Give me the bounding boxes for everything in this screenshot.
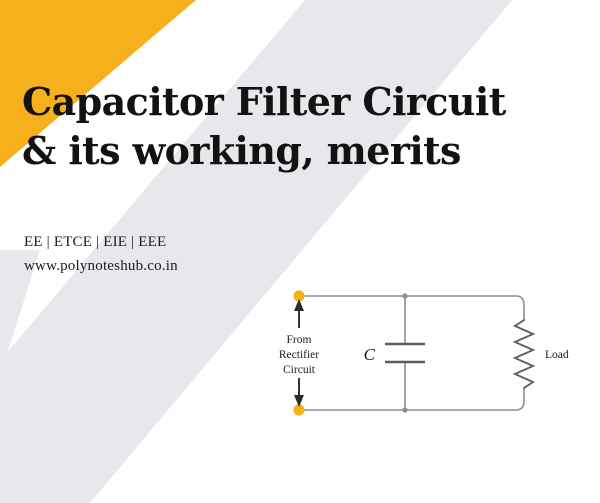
branch-list: EE | ETCE | EIE | EEE xyxy=(24,234,167,250)
wire-top-rail xyxy=(298,295,525,321)
source-label-line-1: From xyxy=(287,334,312,346)
title-line-1: Capacitor Filter Circuit xyxy=(22,79,506,124)
wire-bottom-rail xyxy=(298,387,525,411)
junction-node-top xyxy=(402,293,408,299)
gray-diagonal-band-lower-left xyxy=(0,250,40,377)
page-title: Capacitor Filter Circuit & its working, … xyxy=(22,78,582,175)
input-terminal-negative xyxy=(293,404,305,416)
source-label-line-3: Circuit xyxy=(283,364,316,376)
input-terminal-positive xyxy=(293,290,305,302)
junction-node-bottom xyxy=(402,407,408,413)
load-resistor-zigzag xyxy=(512,319,536,389)
arrow-up-head xyxy=(294,299,304,311)
circuit-diagram: C Load From Rectifier Circuit xyxy=(268,272,600,440)
arrow-down-head xyxy=(294,395,304,407)
capacitor-label: C xyxy=(364,345,376,364)
website-url: www.polynoteshub.co.in xyxy=(24,258,178,275)
load-label: Load xyxy=(545,349,569,361)
subtitle-block: EE | ETCE | EIE | EEE www.polynoteshub.c… xyxy=(24,230,344,279)
title-line-2: & its working, merits xyxy=(22,127,461,173)
source-label-line-2: Rectifier xyxy=(279,349,319,361)
